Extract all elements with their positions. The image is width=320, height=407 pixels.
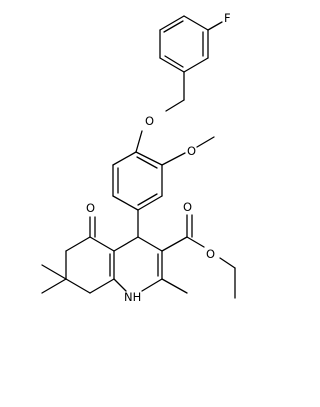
bond: [112, 195, 139, 211]
structure-svg: F O O O O O NH: [41, 11, 236, 304]
bond: [112, 151, 137, 166]
bond: [165, 99, 185, 112]
bond: [135, 130, 143, 153]
bond: [41, 278, 67, 294]
bond: [159, 57, 185, 73]
bond: [113, 236, 139, 252]
bond: [41, 264, 67, 280]
bond: [137, 195, 163, 211]
ester-carbonyl-oxygen-label: O: [183, 200, 192, 214]
bond: [219, 257, 236, 269]
bond: [161, 152, 186, 166]
bond: [186, 236, 205, 248]
ketone-oxygen-label: O: [86, 201, 95, 215]
bond: [159, 15, 185, 31]
molecule-drawing: F O O O O O NH: [41, 11, 236, 304]
atom-labels: F O O O O O NH: [86, 11, 231, 304]
bond: [113, 278, 127, 292]
bond: [137, 193, 158, 206]
bond: [141, 278, 163, 292]
ether-oxygen-label: O: [145, 114, 154, 128]
bond: [135, 151, 163, 166]
bond: [89, 278, 115, 294]
methoxy-oxygen-label: O: [187, 144, 196, 158]
bond: [183, 57, 209, 73]
bond: [196, 136, 215, 148]
fluorine-label: F: [224, 11, 231, 25]
bond: [65, 278, 91, 294]
ring-nitrogen-label: NH: [124, 290, 141, 304]
bond: [161, 236, 188, 252]
bond: [136, 156, 158, 169]
bonds: [41, 15, 236, 299]
ester-oxygen-label: O: [206, 247, 215, 261]
bond: [163, 20, 184, 33]
bond: [207, 21, 223, 31]
bond: [89, 236, 115, 252]
bond: [164, 55, 184, 68]
bond: [137, 236, 163, 252]
bond: [161, 278, 188, 294]
bond: [183, 15, 209, 31]
bond: [65, 236, 91, 252]
